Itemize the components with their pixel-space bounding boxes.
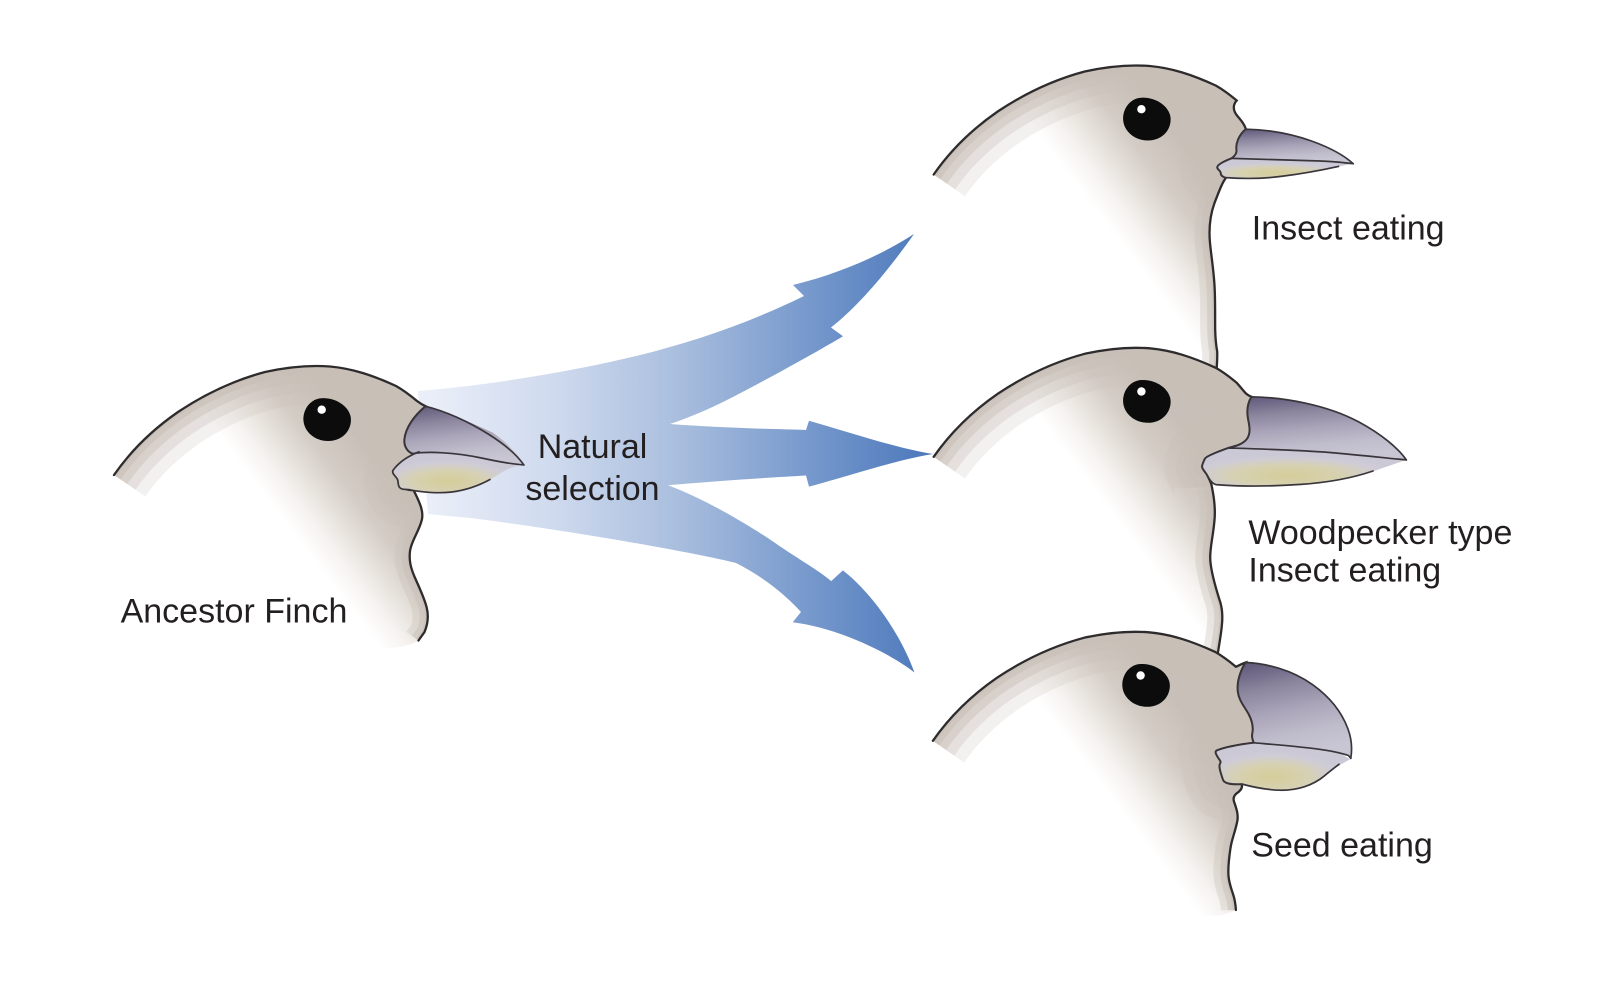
svg-text:Insect eating: Insect eating xyxy=(1252,210,1445,248)
svg-text:Insect eating: Insect eating xyxy=(1248,551,1441,589)
svg-text:selection: selection xyxy=(525,470,659,508)
svg-text:Ancestor Finch: Ancestor Finch xyxy=(121,593,348,631)
svg-text:Woodpecker type: Woodpecker type xyxy=(1248,514,1512,552)
svg-text:Natural: Natural xyxy=(538,428,648,466)
svg-text:Seed eating: Seed eating xyxy=(1251,827,1433,865)
